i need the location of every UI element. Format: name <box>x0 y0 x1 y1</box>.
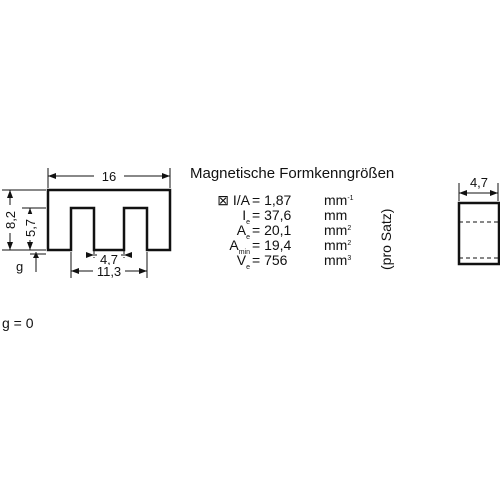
param-symbol: Ve <box>236 252 250 271</box>
param-symbol: Ae <box>236 222 250 241</box>
dim-gap-label: g <box>16 259 23 274</box>
dim-center-leg-label: 4,7 <box>100 252 118 267</box>
magnetic-title: Magnetische Formkenngrößen <box>190 165 395 182</box>
gap-value: g = 0 <box>2 315 34 331</box>
dim-window-label: 11,3 <box>97 264 121 279</box>
magnetic-table: ⊠ I/A = 1,87 mm-1 Ie = 37,6 mm Ae = 20,1… <box>190 193 370 283</box>
param-unit: mm <box>324 207 348 223</box>
param-unit: mm-1 <box>324 192 354 208</box>
pro-satz-note: (pro Satz) <box>378 208 394 270</box>
param-symbol: ⊠ I/A <box>217 192 250 208</box>
dim-width-label: 16 <box>102 169 116 184</box>
param-value: = 756 <box>252 252 288 268</box>
e-core-outline <box>46 188 172 252</box>
dim-depth-label: 4,7 <box>470 175 488 190</box>
param-symbol: Amin <box>229 237 250 256</box>
param-unit: mm2 <box>324 222 352 238</box>
param-unit: mm3 <box>324 252 352 268</box>
param-value: = 37,6 <box>252 207 292 223</box>
side-view <box>457 201 500 266</box>
param-value: = 19,4 <box>252 237 292 253</box>
dim-height-label: 8,2 <box>3 211 18 229</box>
dim-inner-label: 5,7 <box>23 219 38 237</box>
param-symbol: Ie <box>242 207 250 226</box>
param-value: = 1,87 <box>252 192 292 208</box>
param-value: = 20,1 <box>252 222 292 238</box>
param-unit: mm2 <box>324 237 352 253</box>
